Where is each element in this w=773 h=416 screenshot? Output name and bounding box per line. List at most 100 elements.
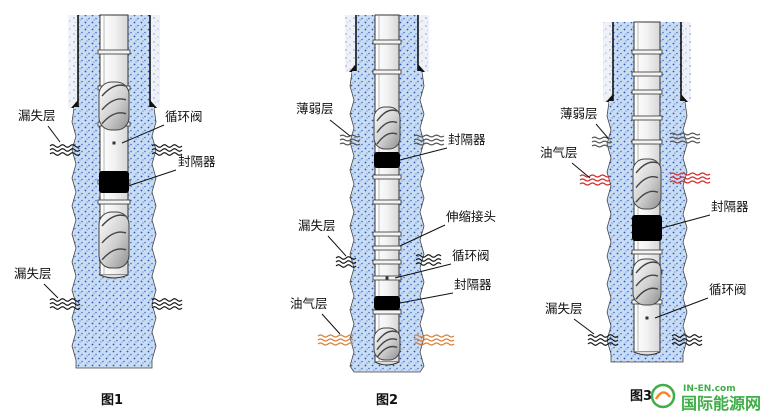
oil-gas-zone-right-line (413, 334, 455, 338)
loss-zone-right-line (415, 262, 442, 266)
pipe-joint (372, 309, 402, 315)
centralizer-lower-blade (376, 330, 398, 343)
label-loss-layer-upper: 漏失层 (18, 108, 56, 123)
leader-loss (327, 235, 347, 257)
loss-zone-right-line (415, 254, 442, 258)
pipe-joint (631, 249, 663, 255)
weak-zone-right-line (413, 138, 445, 142)
centralizer-upper-blade (376, 109, 398, 122)
oil-gas-zone-right-line (669, 172, 711, 176)
caption-figure-2: 图2 (376, 393, 398, 408)
centralizer-lower-blade (635, 261, 659, 274)
leader-packer (661, 214, 711, 229)
centralizer-lower-body (373, 327, 401, 361)
pipe-joint (372, 231, 402, 237)
watermark-swoosh-icon (654, 391, 672, 400)
leader-weak (329, 119, 351, 137)
casing-shoe-left (71, 100, 78, 108)
label-loss-layer: 漏失层 (298, 218, 336, 233)
oil-gas-zone-right-line (413, 338, 455, 342)
casing-shoe-right (150, 100, 157, 108)
centralizer-upper-blade (376, 132, 398, 145)
leader-loss-lower (43, 283, 59, 299)
centralizer-upper-blade (635, 161, 659, 174)
circulation-valve-marker (385, 276, 389, 280)
circulation-valve-marker (112, 141, 116, 145)
label-expansion-joint: 伸缩接头 (446, 209, 496, 224)
packer-lower (374, 296, 400, 310)
oil-gas-zone-right-line (669, 180, 711, 184)
string-end (374, 361, 400, 366)
leader-packer-upper (399, 147, 448, 161)
loss-zone-lower-left-line (49, 306, 81, 310)
pipe-joint (631, 71, 663, 77)
centralizer-upper-body (98, 81, 130, 131)
loss-zone-upper-left-line (49, 152, 81, 156)
caption-figure-3: 图3 (630, 389, 652, 404)
centralizer-lower-body (632, 258, 662, 306)
leader-weak (595, 123, 609, 139)
weak-zone-right-line (413, 134, 445, 138)
loss-zone-right-line (671, 338, 703, 342)
centralizer-upper-blade (376, 120, 398, 133)
circulation-valve-marker (645, 316, 649, 320)
centralizer-lower-blade (101, 231, 127, 244)
label-packer-upper: 封隔器 (448, 132, 486, 147)
loss-zone-upper-left-line (49, 144, 81, 148)
pipe-joint (631, 49, 663, 55)
label-circulation-valve: 循环阀 (165, 109, 203, 124)
caption-figure-1: 图1 (101, 393, 123, 408)
oil-gas-zone-left-line (317, 334, 354, 338)
loss-zone-left-line (587, 342, 619, 346)
centralizer-lower-blade (376, 338, 398, 351)
weak-zone-right-line (669, 140, 701, 144)
label-packer: 封隔器 (178, 154, 216, 169)
string-end (633, 351, 661, 356)
loss-zone-left-line (587, 338, 619, 342)
centralizer-lower (98, 211, 130, 269)
watermark-logo-text: IN-EN.com (683, 384, 736, 394)
oil-gas-zone-right-line (669, 176, 711, 180)
loss-zone-right-line (671, 342, 703, 346)
casing-shoe-right (681, 94, 688, 102)
loss-zone-upper-right-line (151, 152, 183, 156)
leader-circ-valve (121, 124, 165, 144)
centralizer-lower-blade (635, 287, 659, 300)
centralizer-upper-blade (635, 176, 659, 189)
casing-shoe-right (418, 64, 425, 72)
watermark-site-name: 国际能源网 (681, 394, 761, 413)
label-circulation-valve: 循环阀 (709, 282, 747, 297)
centralizer-upper (373, 106, 401, 150)
loss-zone-left-line (335, 260, 357, 264)
leader-packer (127, 169, 177, 187)
centralizer-upper (98, 81, 130, 131)
packer-upper (374, 152, 400, 168)
centralizer-upper-blade (101, 98, 127, 111)
label-weak-layer: 薄弱层 (296, 101, 334, 116)
casing-shoe-left (606, 94, 613, 102)
loss-zone-left-line (587, 334, 619, 338)
centralizer-upper-blade (635, 190, 659, 203)
pipe-joint (631, 89, 663, 95)
oil-gas-zone-left-line (579, 178, 611, 182)
centralizer-upper-blade (101, 84, 127, 97)
pipe-joint (372, 199, 402, 205)
weak-zone-left-line (339, 138, 361, 142)
loss-zone-lower-right-line (151, 302, 183, 306)
loss-zone-right-line (415, 258, 442, 262)
label-circulation-valve: 循环阀 (452, 248, 490, 263)
leader-loss-upper (47, 125, 61, 143)
pipe-joint (372, 39, 402, 45)
packer (632, 215, 662, 241)
leader-packer-lower (399, 292, 454, 304)
watermark: IN-EN.com 国际能源网 (650, 383, 761, 413)
string-end (99, 274, 129, 279)
centralizer-upper-body (632, 158, 662, 210)
centralizer-lower-body (98, 211, 130, 269)
pipe-joint (97, 199, 131, 205)
label-loss-layer: 漏失层 (545, 301, 583, 316)
